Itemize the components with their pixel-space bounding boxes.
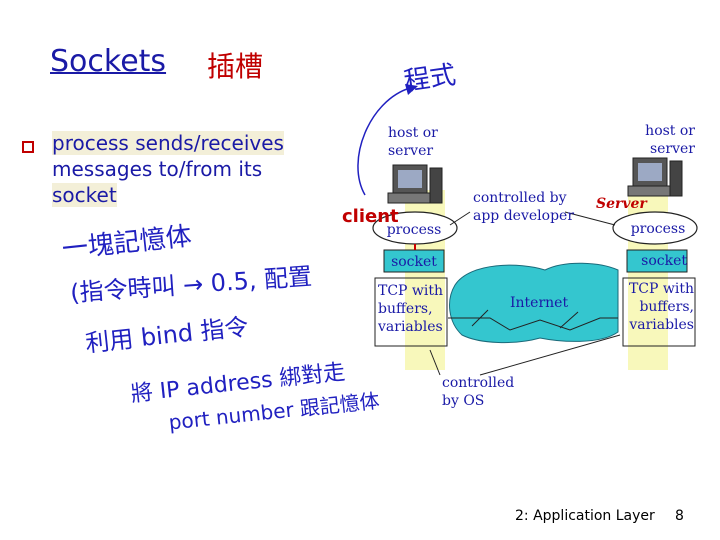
right-process-oval [612, 211, 698, 245]
os-pointer-right [479, 334, 621, 376]
handwritten-top-note: 程式 [402, 60, 458, 97]
left-host-label: host or server [388, 125, 438, 159]
bullet-text: process sends/receives messages to/from … [52, 130, 342, 208]
right-process-label: process [630, 221, 686, 237]
left-socket-label: socket [391, 254, 437, 270]
os-pointer [429, 349, 441, 376]
footer-label: 2: Application Layer [515, 508, 655, 524]
handwritten-note-line-2: (指令時叫 → 0.5, 配置 [69, 262, 313, 307]
left-tcp-label: TCP with buffers, variables [378, 283, 444, 335]
app-developer-pointer-right [564, 211, 616, 226]
right-host-label: host or server [645, 123, 695, 157]
handwritten-server-note: Server [596, 196, 648, 212]
right-socket-label: socket [641, 253, 687, 269]
bullet-square-icon [22, 141, 34, 153]
app-developer-pointer [449, 211, 471, 226]
left-computer-icon [387, 164, 443, 204]
bullet-line-1: process sends/receives [52, 131, 284, 155]
handwritten-client-note: client [342, 206, 399, 227]
bullet-line-3: socket [52, 183, 117, 207]
left-tcp-box [374, 277, 448, 347]
controlled-app-label: controlled by app developer [473, 190, 575, 224]
internet-label: Internet [510, 295, 569, 311]
slide-title: Sockets [50, 44, 167, 79]
network-link-left [448, 317, 618, 331]
curved-arrow-head [405, 84, 418, 95]
handwritten-note-line-3: 利用 bind 指令 [84, 313, 250, 358]
right-tcp-label: TCP with buffers, variables [628, 281, 694, 333]
page-number: 8 [675, 508, 684, 524]
network-link-cross [559, 311, 579, 329]
curved-arrow [357, 87, 411, 196]
handwritten-note-line-1: 一塊記憶体 [61, 222, 193, 265]
controlled-os-label: controlled by OS [442, 375, 515, 409]
internet-cloud-shape [449, 262, 619, 344]
network-link-cross [471, 309, 489, 327]
right-computer-icon [627, 157, 683, 197]
left-process-label: process [386, 222, 442, 238]
right-tcp-box [622, 277, 696, 347]
bullet-line-2: messages to/from its [52, 157, 263, 181]
handwritten-title-note: 插槽 [207, 50, 263, 83]
right-socket-box [626, 249, 688, 273]
